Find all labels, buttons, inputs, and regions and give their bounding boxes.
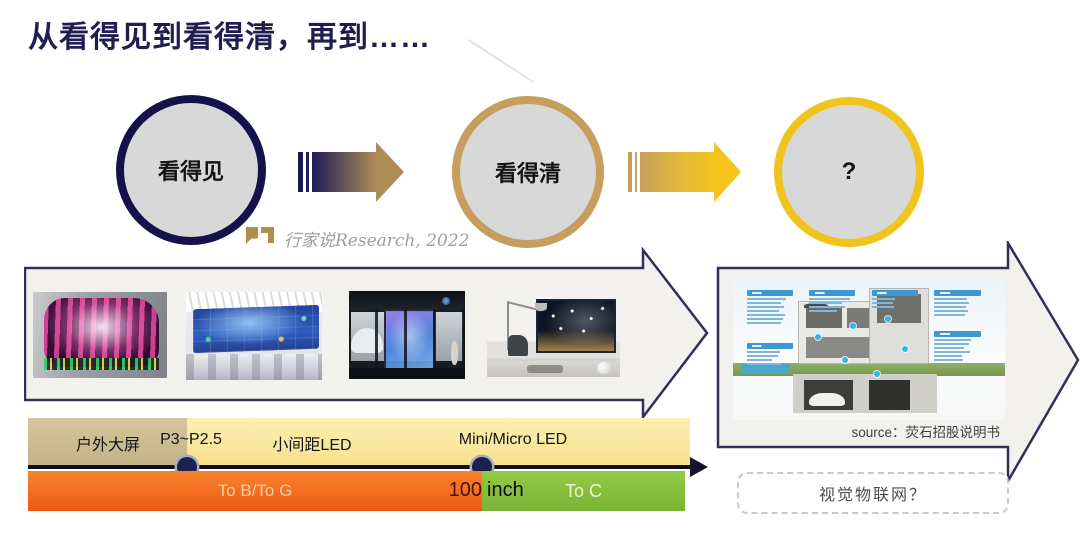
label-p3-p2_5: P3~P2.5 [160, 431, 222, 448]
watermark-text: 行家说Research, 2022 [284, 230, 470, 251]
page-title: 从看得见到看得清，再到…… [28, 21, 431, 54]
iot-category-chip [871, 289, 918, 308]
iot-node-icon [849, 322, 856, 329]
label-outdoor: 户外大屏 [75, 437, 140, 454]
iot-node-icon [901, 345, 908, 352]
visual-iot-question-box: 视觉物联网？ [737, 472, 1009, 514]
segment-to-b-to-g: To B/To G [28, 471, 482, 511]
iot-node-icon [874, 371, 881, 378]
stage-label-see: 看得见 [157, 159, 224, 184]
photo-outdoor-led-billboard [33, 292, 167, 378]
lawn [733, 362, 1005, 376]
inch-number: 100 [448, 479, 482, 501]
iot-category-chip [746, 289, 793, 324]
decorative-line [467, 38, 535, 84]
inch-unit: inch [487, 479, 524, 501]
pool [741, 364, 791, 375]
stage-circle-question: ? [774, 97, 924, 247]
iot-node-icon [814, 334, 821, 341]
garage-car [809, 392, 845, 406]
umbrella [803, 302, 829, 309]
source-note: source：荧石招股说明书 [851, 425, 1000, 440]
photo-control-room-display [186, 292, 322, 380]
iot-category-chip [934, 289, 981, 316]
timeline-axis-arrowhead-icon [690, 457, 708, 477]
label-small-pitch-led: 小间距LED [272, 437, 352, 454]
segment-to-c: To C [482, 471, 685, 511]
label-100-inch: 100 inch [414, 479, 524, 502]
label-mini-micro-led: Mini/Micro LED [458, 431, 568, 448]
iot-category-chip [809, 289, 856, 312]
gradient-arrow-1-icon [298, 142, 404, 202]
stage-circle-see: 看得见 [116, 95, 266, 245]
label-to-b-to-g: To B/To G [217, 481, 293, 500]
gradient-arrow-2-icon [628, 142, 741, 202]
iot-node-icon [885, 315, 892, 322]
segment-fine-pitch [187, 418, 690, 466]
stage-label-question: ? [841, 158, 857, 185]
segment-outdoor-screen [28, 418, 187, 466]
timeline-axis [28, 465, 692, 469]
photo-home-theater-tv [487, 292, 620, 377]
iot-category-chip [746, 342, 793, 365]
smart-home-illustration [733, 277, 1005, 420]
stage-circle-see-clearly: 看得清 [452, 96, 604, 248]
photo-transparent-led-showroom [349, 291, 465, 379]
stage-label-see-clearly: 看得清 [494, 161, 561, 186]
label-to-c: To C [564, 480, 602, 501]
iot-node-icon [841, 357, 848, 364]
watermark: 行家说Research, 2022 [246, 224, 469, 252]
hangjiashuo-logo-icon [246, 224, 276, 252]
iot-category-chip [934, 331, 981, 362]
